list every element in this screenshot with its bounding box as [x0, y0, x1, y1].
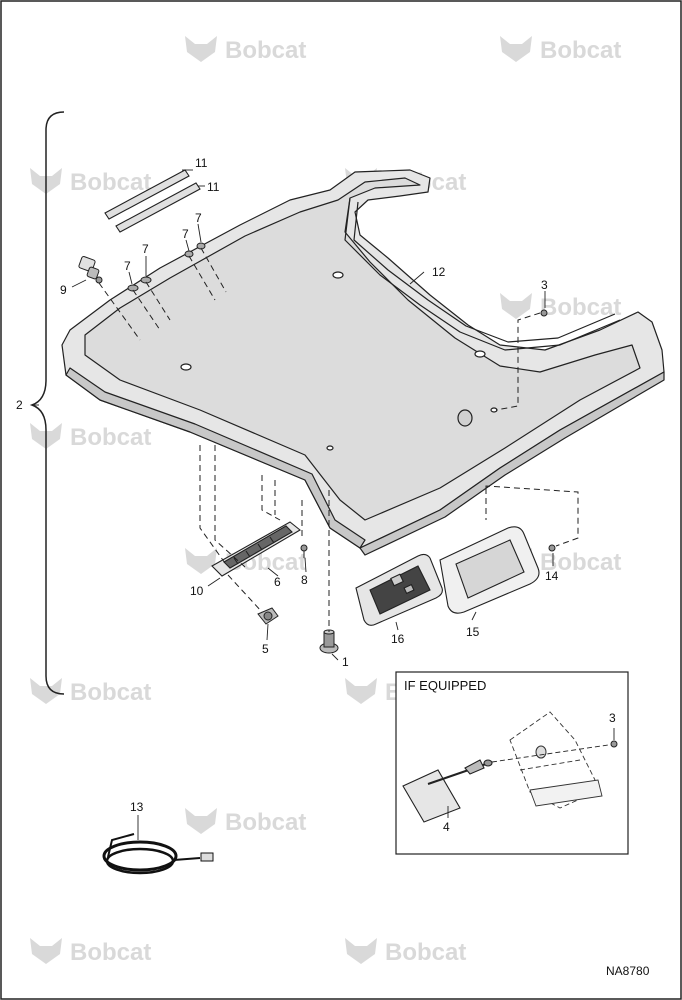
watermark-logo: Bobcat: [345, 938, 466, 966]
bolt-part: [319, 629, 339, 654]
switch-part: [78, 256, 103, 284]
callout-13: 13: [130, 800, 144, 814]
callout-11a: 11: [195, 156, 208, 170]
callout-3a: 3: [541, 278, 548, 292]
inset-if-equipped: [395, 671, 629, 855]
watermark-text: Bobcat: [540, 37, 621, 64]
vent-clip-part: [257, 607, 279, 625]
callout-4: 4: [443, 820, 450, 834]
callout-6: 6: [274, 575, 281, 589]
watermark-text: Bobcat: [70, 169, 151, 196]
screw-part: [300, 544, 308, 558]
inset-nut-3: [610, 740, 618, 748]
nut-part-top: [540, 309, 548, 317]
clip-parts: [127, 242, 206, 292]
watermark-logo: Bobcat: [185, 36, 306, 64]
watermark-text: Bobcat: [70, 424, 151, 451]
callout-16: 16: [391, 632, 405, 646]
watermark-text: Bobcat: [225, 809, 306, 836]
callout-9: 9: [60, 283, 67, 297]
callout-2: 2: [16, 398, 23, 412]
callout-14: 14: [545, 569, 559, 583]
watermark-logo: Bobcat: [30, 423, 151, 451]
watermark-text: Bobcat: [70, 679, 151, 706]
callout-10: 10: [190, 584, 204, 598]
wire-harness: [102, 833, 214, 875]
callout-15: 15: [466, 625, 480, 639]
callout-7c: 7: [142, 242, 149, 256]
watermark-text: Bobcat: [540, 549, 621, 576]
callout-11b: 11: [207, 180, 220, 194]
assembly-bracket: [29, 111, 65, 695]
callout-5: 5: [262, 642, 269, 656]
watermark-logo: Bobcat: [185, 808, 306, 836]
drawing-number: NA8780: [606, 964, 650, 978]
callout-labels: 1 2 3 3 4 5 6 7 7 7 7 8 9 10 11 11 12 13…: [16, 156, 616, 834]
trim-strips: [104, 169, 201, 233]
callout-1: 1: [342, 655, 349, 669]
watermark-logo: Bobcat: [500, 293, 621, 321]
callout-7a: 7: [195, 211, 202, 225]
callout-leaders: [32, 169, 554, 661]
headliner-panel: [61, 169, 665, 556]
dome-light-lens: [439, 526, 540, 614]
callout-8: 8: [301, 573, 308, 587]
inset-title: IF EQUIPPED: [404, 678, 486, 693]
nut-part: [548, 544, 556, 552]
watermark-logo: Bobcat: [500, 36, 621, 64]
watermark-logo: Bobcat: [30, 168, 151, 196]
watermark-text: Bobcat: [70, 939, 151, 966]
vent-grille: [211, 521, 301, 577]
watermark-text: Bobcat: [225, 37, 306, 64]
watermark-text: Bobcat: [385, 939, 466, 966]
watermark-logo: Bobcat: [30, 938, 151, 966]
callout-12: 12: [432, 265, 446, 279]
dome-light-housing: [355, 553, 443, 626]
callout-7b: 7: [182, 227, 189, 241]
assembly-dashed-lines: [98, 247, 579, 632]
inset-part-4: [402, 759, 493, 823]
callout-3b: 3: [609, 711, 616, 725]
callout-7d: 7: [124, 259, 131, 273]
watermark-logo: Bobcat: [30, 678, 151, 706]
